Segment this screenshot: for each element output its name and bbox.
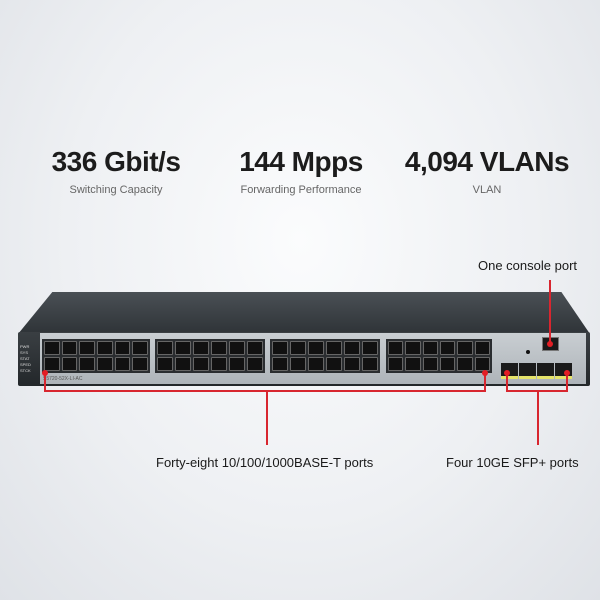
sfp-callout-label: Four 10GE SFP+ ports — [446, 455, 579, 470]
rj45-port — [247, 341, 263, 355]
rj45-port — [457, 357, 473, 371]
sfp-bracket-left — [506, 373, 508, 391]
rj45-port — [61, 341, 78, 355]
rj45-port — [474, 341, 490, 355]
port-group — [386, 339, 492, 373]
rj45-port — [97, 357, 113, 371]
rj45-port — [79, 341, 95, 355]
stat-value: 144 Mpps — [239, 146, 363, 177]
rj45-port — [229, 341, 245, 355]
rj45-port — [344, 357, 360, 371]
port-group — [42, 339, 150, 373]
port-panel: S5720-52X-LI-AC — [40, 333, 586, 384]
rj45-port — [114, 341, 131, 355]
stat-value: 336 Gbit/s — [51, 146, 181, 177]
rj45-port — [474, 357, 490, 371]
copper-callout-line — [266, 390, 268, 445]
stat-label: Forwarding Performance — [240, 184, 362, 196]
sfp-port — [519, 363, 536, 379]
switch-top-cover — [18, 292, 590, 334]
rj45-port — [79, 357, 95, 371]
rj45-port — [344, 341, 360, 355]
rj45-port — [44, 341, 60, 355]
rj45-port — [272, 357, 288, 371]
sfp-dot — [504, 370, 510, 376]
rj45-port — [44, 357, 60, 371]
stat-switching-capacity: 336 Gbit/s Switching Capacity — [26, 146, 206, 196]
copper-callout-label: Forty-eight 10/100/1000BASE-T ports — [156, 455, 374, 470]
stat-label: Switching Capacity — [69, 184, 163, 196]
stat-vlan: 4,094 VLANs VLAN — [397, 146, 577, 196]
rj45-port — [457, 341, 473, 355]
console-callout-line — [549, 280, 551, 344]
rj45-port — [308, 341, 324, 355]
rj45-port — [132, 341, 148, 355]
rj45-port — [388, 341, 404, 355]
sfp-port — [537, 363, 554, 379]
rj45-port — [61, 357, 78, 371]
port-group — [155, 339, 265, 373]
copper-bracket-left — [44, 373, 46, 391]
rj45-port — [175, 341, 191, 355]
rj45-port — [247, 357, 263, 371]
rj45-port — [439, 341, 456, 355]
rj45-port — [211, 341, 227, 355]
rj45-port — [405, 357, 421, 371]
rj45-port — [439, 357, 456, 371]
rj45-port — [362, 341, 378, 355]
rj45-port — [362, 357, 378, 371]
rj45-port — [405, 341, 421, 355]
console-callout-label: One console port — [478, 258, 578, 273]
rj45-port — [272, 341, 288, 355]
rj45-port — [193, 357, 209, 371]
stat-label: VLAN — [472, 184, 502, 196]
rj45-port — [290, 357, 306, 371]
rj45-port — [132, 357, 148, 371]
console-callout-dot — [547, 341, 553, 347]
rj45-port — [211, 357, 227, 371]
rj45-port — [175, 357, 191, 371]
sfp-bracket-right — [566, 373, 568, 391]
rj45-port — [114, 357, 131, 371]
sfp-dot — [564, 370, 570, 376]
copper-bracket-right — [484, 373, 486, 391]
rj45-port — [157, 341, 173, 355]
copper-bracket — [44, 390, 486, 392]
port-group — [270, 339, 380, 373]
rj45-port — [422, 357, 438, 371]
rj45-port — [229, 357, 245, 371]
rj45-port — [290, 341, 306, 355]
copper-dot — [42, 370, 48, 376]
rj45-port — [422, 341, 438, 355]
rj45-port — [193, 341, 209, 355]
rj45-port — [326, 341, 342, 355]
model-label: S5720-52X-LI-AC — [43, 376, 83, 382]
rj45-port — [388, 357, 404, 371]
copper-dot — [482, 370, 488, 376]
stat-forwarding: 144 Mpps Forwarding Performance — [211, 146, 391, 196]
stat-value: 4,094 VLANs — [404, 146, 570, 177]
sfp-callout-line — [537, 390, 539, 445]
rj45-port — [308, 357, 324, 371]
rj45-port — [157, 357, 173, 371]
reset-button — [526, 350, 530, 354]
rj45-port — [97, 341, 113, 355]
rj45-port — [326, 357, 342, 371]
